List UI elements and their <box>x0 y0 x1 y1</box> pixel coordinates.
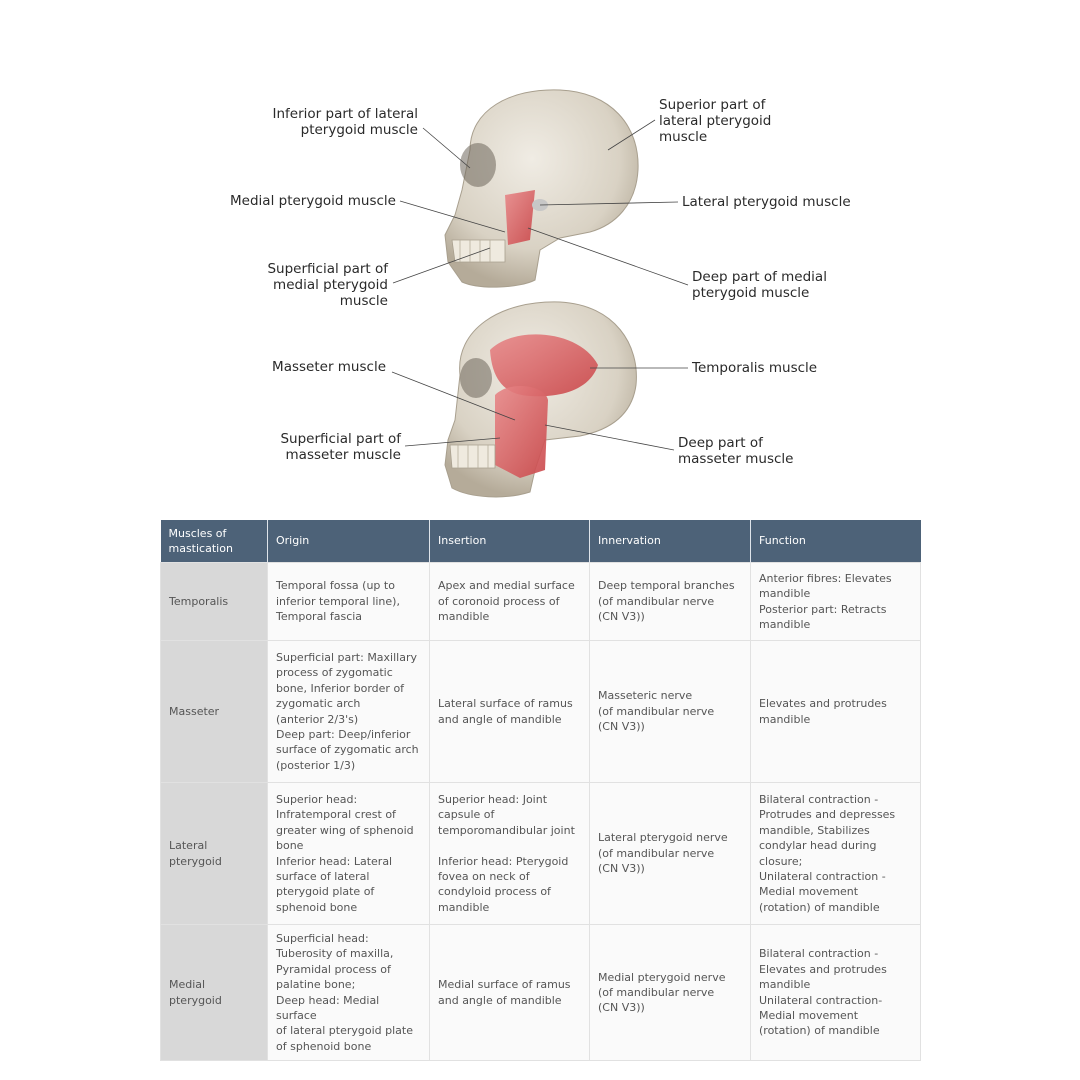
row-insertion: Superior head: Joint capsule of temporom… <box>429 782 590 925</box>
label-superficial-masseter: Superficial part of masseter muscle <box>280 431 401 463</box>
label-deep-masseter: Deep part of masseter muscle <box>678 435 794 467</box>
anatomy-illustration <box>391 89 689 498</box>
label-lateral-pterygoid: Lateral pterygoid muscle <box>682 194 851 210</box>
header-innervation: Innervation <box>589 520 751 563</box>
label-superficial-medial-pterygoid: Superficial part of medial pterygoid mus… <box>267 261 388 309</box>
table-header-row: Muscles of mastication Origin Insertion … <box>160 520 921 563</box>
row-function: Anterior fibres: Elevates mandible Poste… <box>750 562 921 641</box>
label-superior-lateral-pterygoid: Superior part of lateral pterygoid muscl… <box>659 97 772 145</box>
row-muscle-name: Temporalis <box>160 562 268 641</box>
row-origin: Superior head: Infratemporal crest of gr… <box>267 782 430 925</box>
row-origin: Temporal fossa (up to inferior temporal … <box>267 562 430 641</box>
label-masseter: Masseter muscle <box>272 359 386 375</box>
row-innervation: Masseteric nerve (of mandibular nerve (C… <box>589 640 751 783</box>
table-row: Temporalis Temporal fossa (up to inferio… <box>160 562 921 641</box>
row-muscle-name: Masseter <box>160 640 268 783</box>
header-function: Function <box>750 520 921 563</box>
label-deep-medial-pterygoid: Deep part of medial pterygoid muscle <box>692 269 827 301</box>
row-function: Bilateral contraction - Protrudes and de… <box>750 782 921 925</box>
label-inferior-lateral-pterygoid: Inferior part of lateral pterygoid muscl… <box>272 106 418 138</box>
skull-bottom <box>444 301 637 498</box>
anatomy-figure: Inferior part of lateral pterygoid muscl… <box>0 0 1080 510</box>
skull-top <box>444 89 639 288</box>
row-function: Bilateral contraction - Elevates and pro… <box>750 923 921 1062</box>
leader-lines <box>391 119 689 451</box>
row-insertion: Medial surface of ramus and angle of man… <box>429 923 590 1062</box>
row-innervation: Deep temporal branches (of mandibular ne… <box>589 562 751 641</box>
label-medial-pterygoid: Medial pterygoid muscle <box>230 193 396 209</box>
table-row: Masseter Superficial part: Maxillary pro… <box>160 640 921 783</box>
header-origin: Origin <box>267 520 430 563</box>
label-temporalis: Temporalis muscle <box>692 360 818 376</box>
mastication-table: Muscles of mastication Origin Insertion … <box>160 520 921 1062</box>
row-muscle-name: Medial pterygoid <box>160 923 268 1062</box>
row-origin: Superficial part: Maxillary process of z… <box>267 640 430 783</box>
row-muscle-name: Lateral pterygoid <box>160 782 268 925</box>
row-insertion: Apex and medial surface of coronoid proc… <box>429 562 590 641</box>
table-row: Medial pterygoid Superficial head: Tuber… <box>160 923 921 1062</box>
header-muscles: Muscles of mastication <box>160 520 268 563</box>
table-row: Lateral pterygoid Superior head: Infrate… <box>160 782 921 925</box>
header-insertion: Insertion <box>429 520 590 563</box>
row-insertion: Lateral surface of ramus and angle of ma… <box>429 640 590 783</box>
row-innervation: Lateral pterygoid nerve (of mandibular n… <box>589 782 751 925</box>
row-origin: Superficial head: Tuberosity of maxilla,… <box>267 923 430 1062</box>
row-function: Elevates and protrudes mandible <box>750 640 921 783</box>
row-innervation: Medial pterygoid nerve (of mandibular ne… <box>589 923 751 1062</box>
